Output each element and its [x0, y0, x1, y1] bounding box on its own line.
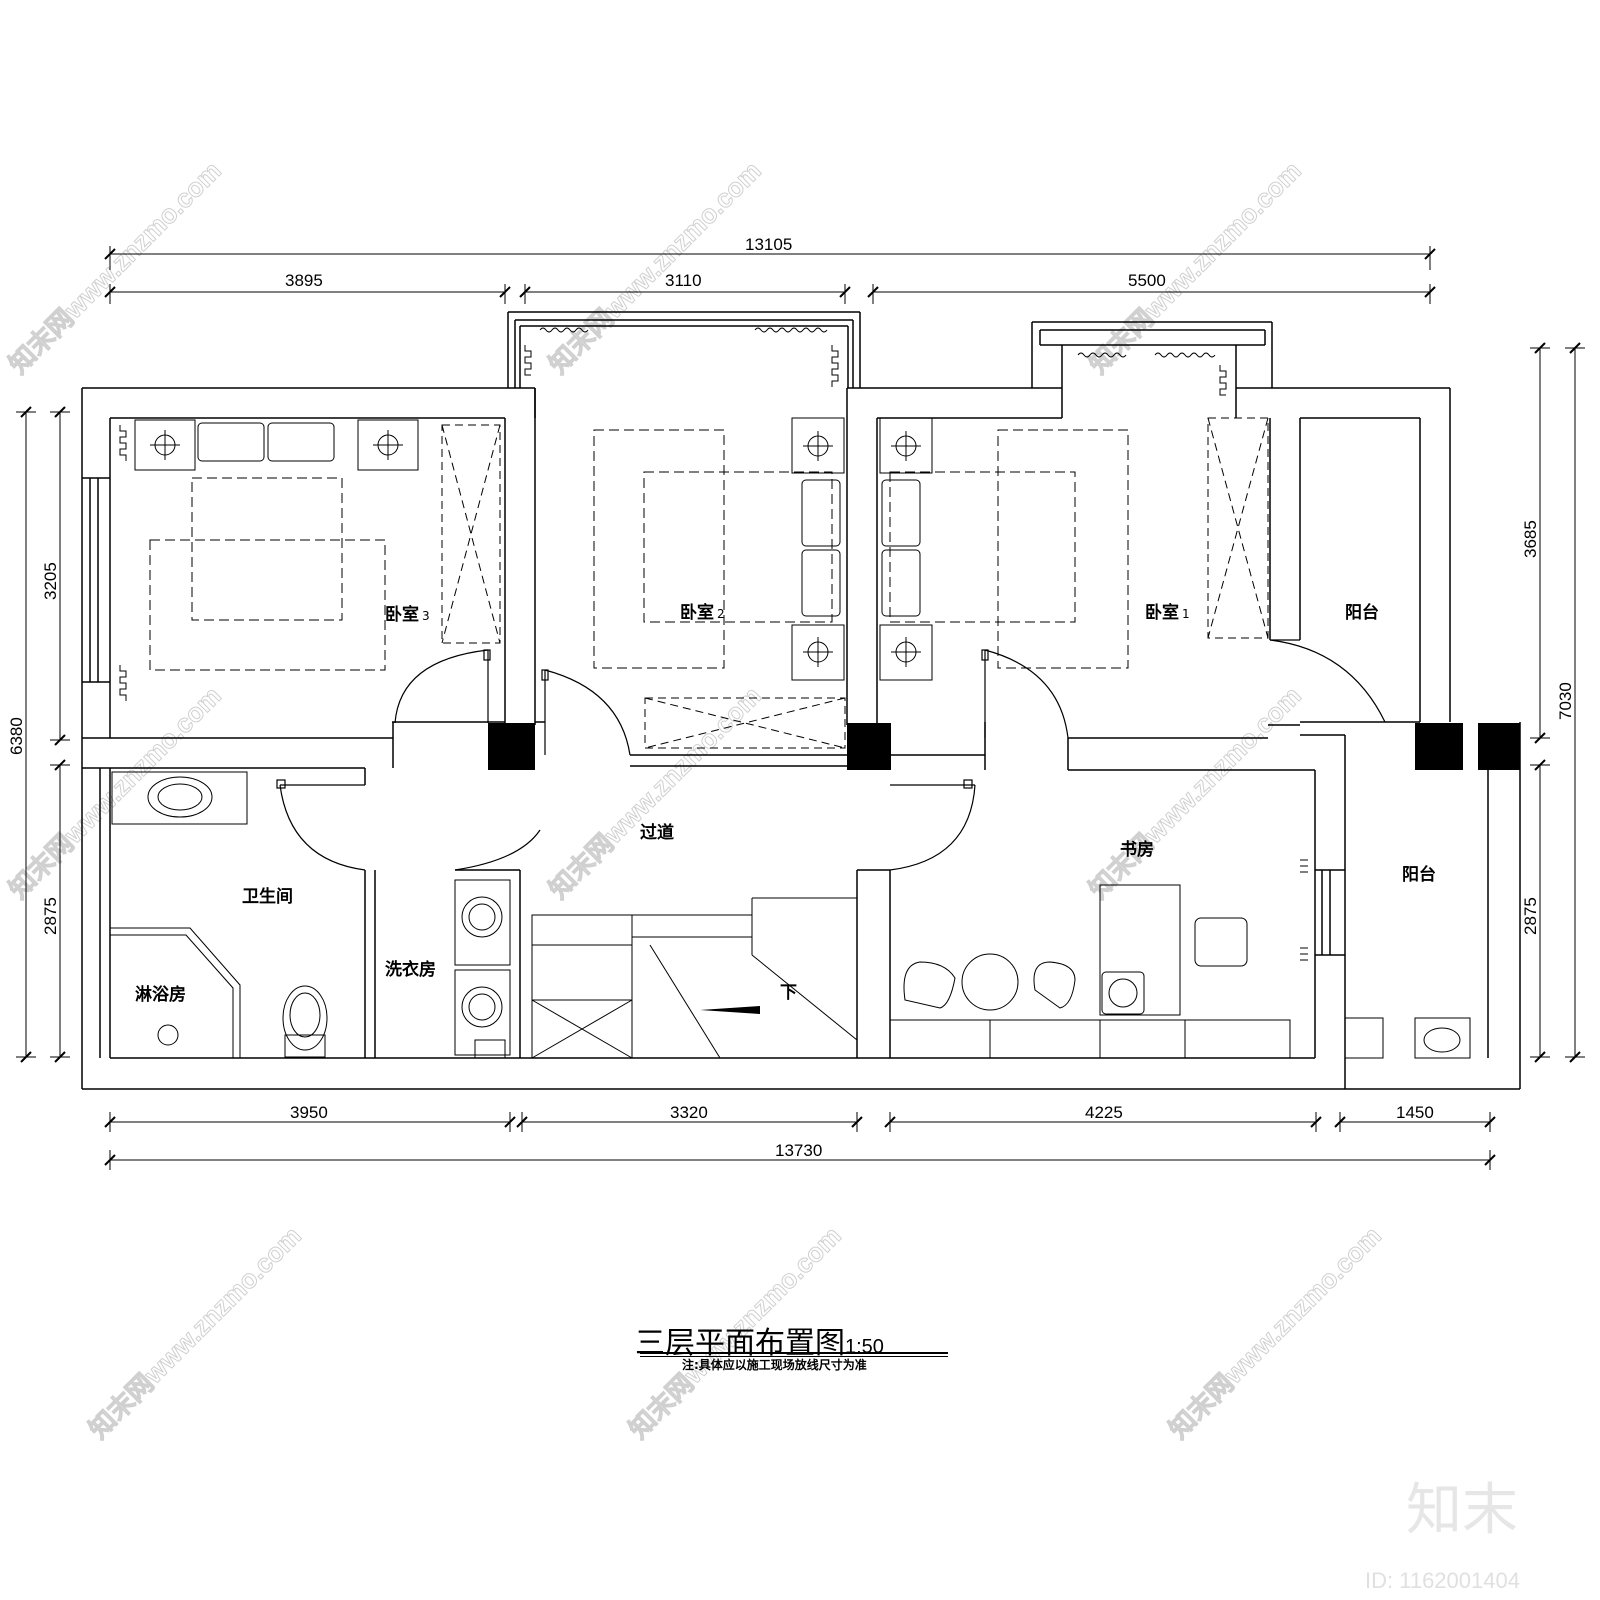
watermark-text: 知末网www.znzmo.com — [3, 680, 227, 904]
dimension-lines — [16, 246, 1585, 1170]
label-bedroom2-num: 2 — [717, 607, 725, 621]
label-study: 书房 — [1120, 839, 1154, 860]
label-shower: 淋浴房 — [135, 984, 186, 1005]
label-bedroom3: 卧室 — [385, 604, 419, 625]
label-laundry: 洗衣房 — [385, 959, 436, 980]
walls — [81, 311, 1521, 1090]
watermark-text: 知末网www.znzmo.com — [543, 155, 767, 379]
label-corridor: 过道 — [640, 822, 674, 843]
dim-left-lower: 2875 — [41, 897, 60, 935]
dim-right-total: 7030 — [1556, 682, 1575, 720]
drawing-scale: 1:50 — [845, 1336, 884, 1358]
image-id-watermark: ID: 1162001404 — [1365, 1568, 1520, 1593]
dim-bottom-4: 1450 — [1396, 1103, 1434, 1122]
nightstand-right — [357, 419, 419, 471]
watermark-text: 知末网www.znzmo.com — [83, 1220, 307, 1444]
label-balcony-upper: 阳台 — [1345, 602, 1379, 623]
label-balcony-lower: 阳台 — [1402, 864, 1436, 885]
stair-down-arrow — [700, 1006, 760, 1014]
dim-left-total: 6380 — [7, 717, 26, 755]
dimension-ticks — [20, 248, 1581, 1166]
label-bathroom: 卫生间 — [242, 886, 293, 907]
dim-right-upper: 3685 — [1521, 520, 1540, 558]
label-bedroom2: 卧室 — [680, 602, 714, 623]
dim-left-upper: 3205 — [41, 562, 60, 600]
watermark-text: 知末网www.znzmo.com — [1083, 680, 1307, 904]
dim-bottom-2: 3320 — [670, 1103, 708, 1122]
label-bedroom1-num: 1 — [1182, 607, 1190, 621]
dim-bottom-3: 4225 — [1085, 1103, 1123, 1122]
title-underline — [640, 1352, 948, 1354]
dim-right-lower: 2875 — [1521, 897, 1540, 935]
dim-bottom-total: 13730 — [775, 1141, 822, 1160]
dim-top-total: 13105 — [745, 235, 792, 254]
drawing-note: 注:具体应以施工现场放线尺寸为准 — [682, 1358, 867, 1372]
dim-top-3: 5500 — [1128, 271, 1166, 290]
dim-bottom-1: 3950 — [290, 1103, 328, 1122]
brand-watermark: 知末 — [1406, 1478, 1518, 1543]
structural-columns — [488, 723, 1520, 770]
dim-top-1: 3895 — [285, 271, 323, 290]
drawing-title-main: 三层平面布置图 — [635, 1326, 845, 1361]
windows-hatch — [119, 327, 1308, 961]
watermark-text: 知末网www.znzmo.com — [3, 155, 227, 379]
nightstand-left — [134, 419, 196, 471]
watermark-layer: 知末网www.znzmo.com 知末网www.znzmo.com 知末网www… — [3, 155, 1388, 1445]
label-bedroom1: 卧室 — [1145, 602, 1179, 623]
dim-top-2: 3110 — [665, 271, 702, 290]
drawing-title: 三层平面布置图1:50 — [635, 1318, 884, 1362]
watermark-text: 知末网www.znzmo.com — [543, 680, 767, 904]
watermark-text: 知末网www.znzmo.com — [1163, 1220, 1387, 1444]
label-bedroom3-num: 3 — [422, 609, 430, 623]
doors — [276, 639, 1386, 871]
label-stairs-down: 下 — [780, 983, 797, 1003]
furniture — [110, 417, 1471, 1059]
title-underline-thin — [640, 1356, 948, 1357]
